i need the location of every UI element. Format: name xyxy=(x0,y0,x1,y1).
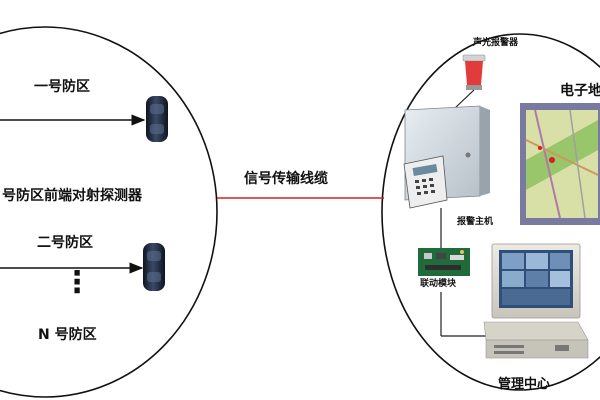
right-center-ellipse xyxy=(381,33,600,391)
detector-label: 号防区前端对射探测器 xyxy=(2,188,142,204)
alarm-host-label: 报警主机 xyxy=(457,217,494,227)
management-center-label: 管理中心 xyxy=(498,377,551,392)
ellipsis-dots: ⋮ xyxy=(62,265,92,300)
electronic-map-label: 电子地 xyxy=(560,83,600,99)
linkage-module-icon xyxy=(418,248,470,276)
linkage-module-label: 联动模块 xyxy=(420,279,457,289)
detector-1-icon xyxy=(146,96,168,142)
zone2-label: 二号防区 xyxy=(37,235,93,251)
zoneN-label: N 号防区 xyxy=(38,327,97,343)
keypad-icon xyxy=(403,155,448,209)
computer-monitor-icon xyxy=(491,243,581,319)
zone1-label: 一号防区 xyxy=(34,79,90,95)
alarm-light-label: 声光报警器 xyxy=(473,38,519,48)
electronic-map-icon xyxy=(520,103,600,225)
detector-2-icon xyxy=(143,243,165,291)
alarm-light-icon xyxy=(462,54,486,90)
computer-base-icon xyxy=(483,321,589,359)
left-zone-ellipse xyxy=(0,26,218,398)
signal-cable-label: 信号传输线缆 xyxy=(244,171,328,187)
